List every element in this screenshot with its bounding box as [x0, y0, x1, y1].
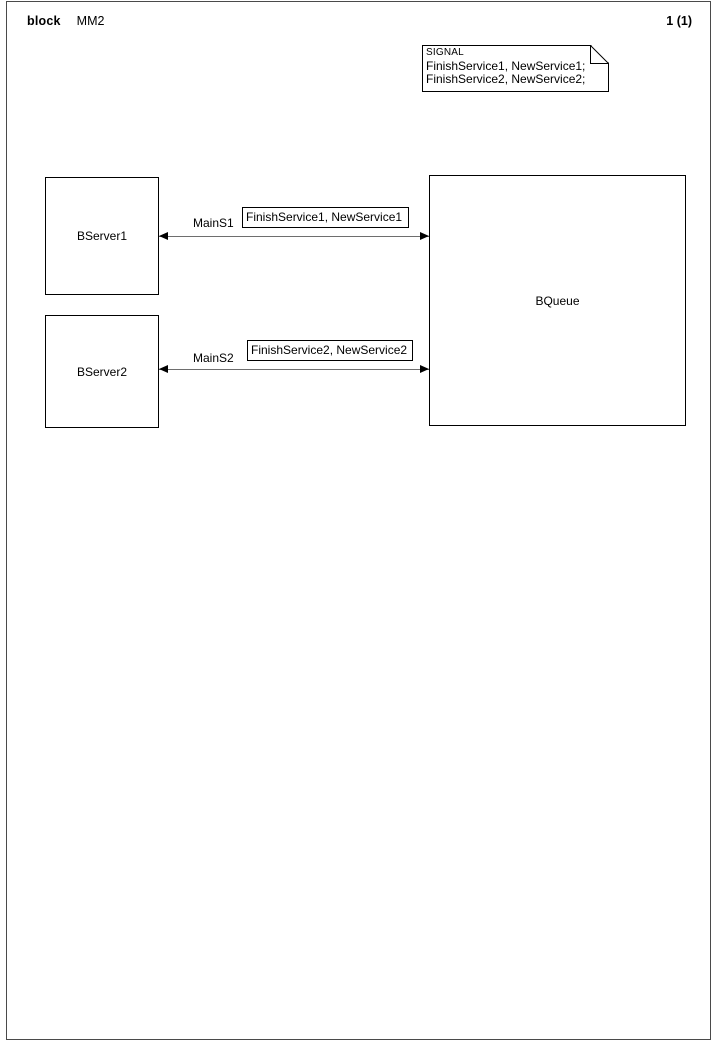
signal-declaration-note: SIGNAL FinishService1, NewService1; Fini… [422, 45, 609, 92]
block-bqueue-label: BQueue [535, 293, 580, 308]
note-signal-line-1: FinishService1, NewService1; [426, 58, 586, 73]
block-bserver2[interactable]: BServer2 [45, 315, 159, 428]
channel-mains1-line [159, 236, 429, 237]
page-frame: block MM2 1 (1) SIGNAL FinishService1, N… [6, 1, 711, 1040]
channel-mains2-line [159, 369, 429, 370]
note-fold-corner-icon [590, 45, 609, 64]
note-body [422, 45, 609, 92]
diagram-name: MM2 [76, 14, 105, 28]
block-bserver2-label: BServer2 [76, 364, 128, 379]
channel-mains2-arrowhead-right-icon [420, 365, 429, 373]
block-bqueue[interactable]: BQueue [429, 175, 686, 426]
channel-mains1-signal-list: FinishService1, NewService1 [242, 207, 409, 228]
note-keyword: SIGNAL [426, 47, 464, 58]
note-signal-line-2: FinishService2, NewService2; [426, 72, 586, 86]
page-number: 1 (1) [666, 14, 692, 28]
channel-mains1-label: MainS1 [193, 216, 234, 230]
block-bserver1[interactable]: BServer1 [45, 177, 159, 295]
channel-mains2-signal-list: FinishService2, NewService2 [247, 340, 413, 361]
channel-mains2-arrowhead-left-icon [159, 365, 168, 373]
block-bserver1-label: BServer1 [76, 229, 128, 243]
channel-mains2-label: MainS2 [193, 351, 234, 365]
diagram-type-keyword: block [27, 14, 61, 28]
diagram-header: block MM2 [27, 14, 104, 28]
channel-mains1-arrowhead-right-icon [420, 232, 429, 240]
note-text: SIGNAL FinishService1, NewService1; Fini… [426, 46, 605, 87]
channel-mains1-arrowhead-left-icon [159, 232, 168, 240]
